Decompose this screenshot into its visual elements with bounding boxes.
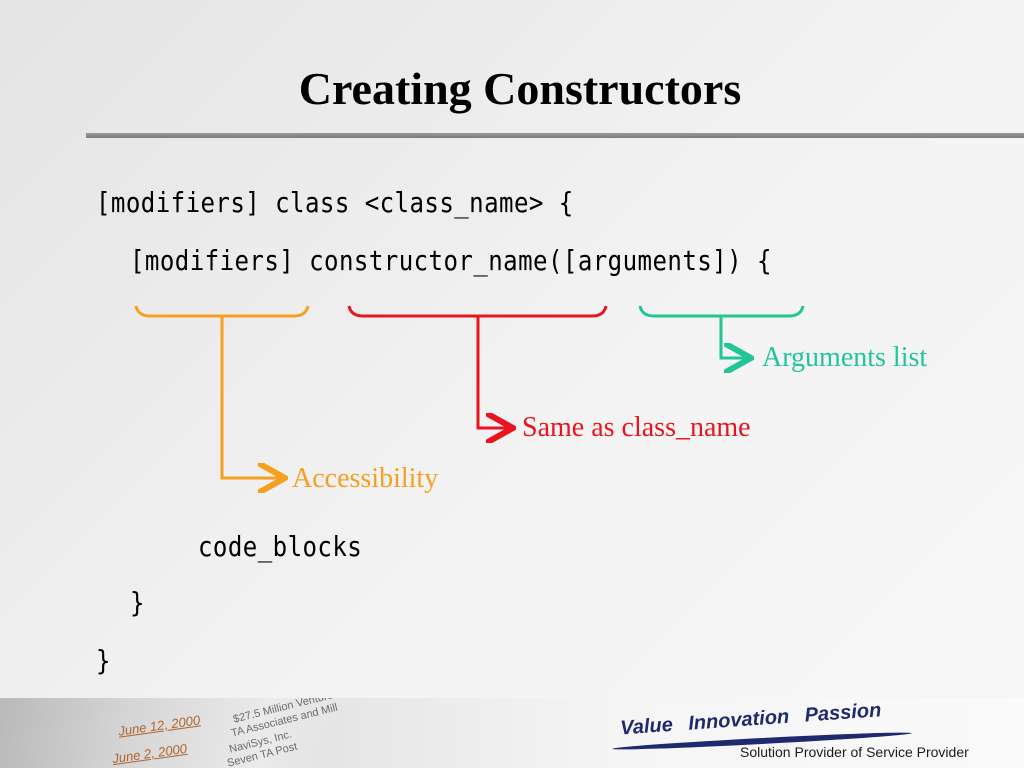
accessibility-connector: [220, 316, 282, 478]
accessibility-label: Accessibility: [292, 463, 439, 494]
constructor-name-brace: [347, 305, 608, 318]
collage-date: June 2, 2000: [111, 740, 188, 767]
arguments-brace: [638, 305, 805, 318]
modifiers-brace: [134, 305, 310, 318]
arguments-list-label: Arguments list: [762, 342, 928, 373]
slide-title: Creating Constructors: [298, 63, 742, 114]
company-tagline: Solution Provider of Service Provider: [740, 744, 969, 760]
code-line-body: code_blocks: [198, 530, 363, 563]
title-divider: [86, 133, 1024, 138]
slogan-word: Innovation: [687, 705, 790, 735]
code-line-constructor: [modifiers] constructor_name([arguments]…: [130, 244, 772, 277]
same-as-connector: [476, 316, 510, 428]
slogan-word: Passion: [803, 699, 882, 727]
footer-banner: $27.5 Million Venture F TA Associates an…: [0, 698, 1024, 768]
same-as-class-name-label: Same as class_name: [522, 412, 751, 443]
slogan-word: Value: [619, 713, 674, 740]
annotation-diagram: [134, 305, 805, 700]
code-line-close-inner: }: [130, 586, 145, 619]
arguments-connector: [719, 316, 748, 358]
code-line-class: [modifiers] class <class_name> {: [96, 186, 574, 219]
code-line-close-outer: }: [96, 644, 111, 677]
collage-date: June 12, 2000: [117, 712, 202, 739]
newspaper-collage: $27.5 Million Venture F TA Associates an…: [0, 698, 344, 768]
